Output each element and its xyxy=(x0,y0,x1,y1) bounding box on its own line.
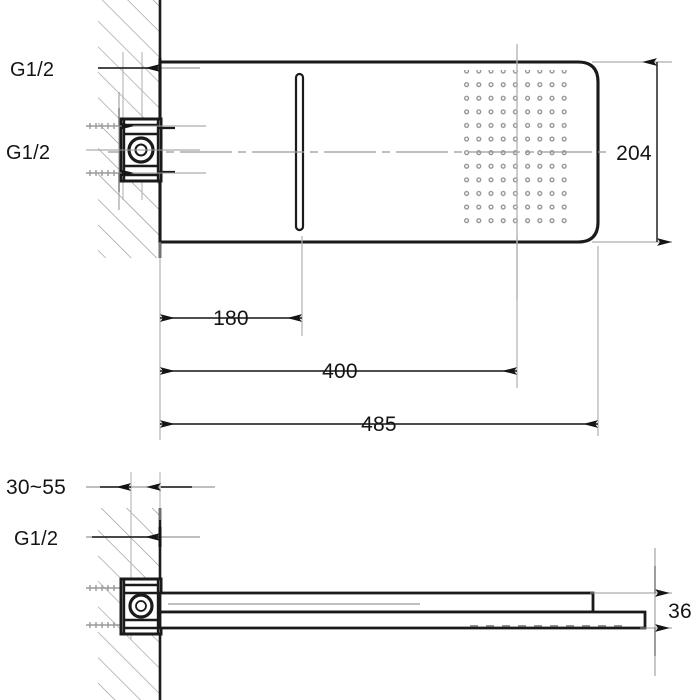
dimension-width-204: 204 xyxy=(592,58,672,246)
wall-anchor-screws-bottom xyxy=(86,585,122,628)
dimension-len-485: 485 xyxy=(160,413,598,436)
dimension-g12-bottom: G1/2 xyxy=(14,527,200,550)
dimension-label-g12-top: G1/2 xyxy=(10,59,54,81)
plan-view: G1/2 G1/2 204 xyxy=(6,0,672,440)
dimension-height-36: 36 xyxy=(590,548,692,676)
side-section-view: 30~55 G1/2 xyxy=(6,472,692,700)
dimension-label-180: 180 xyxy=(213,307,249,330)
dimension-label-485: 485 xyxy=(361,413,397,436)
dimension-label-g12-bottom: G1/2 xyxy=(14,528,58,550)
extension-lines-top xyxy=(159,236,599,440)
shower-arm-profile xyxy=(158,591,647,630)
dimension-g12-center: G1/2 xyxy=(6,92,206,210)
dimension-len-400: 400 xyxy=(160,360,517,383)
dimension-g12-top: G1/2 xyxy=(10,58,200,81)
dimension-label-30-55: 30~55 xyxy=(6,476,66,499)
dimension-label-g12-center: G1/2 xyxy=(6,142,50,164)
dimension-len-180: 180 xyxy=(160,307,302,330)
dimension-label-36: 36 xyxy=(668,600,692,623)
dimension-label-204: 204 xyxy=(616,142,652,165)
dimension-label-400: 400 xyxy=(322,360,358,383)
dimension-wall-30-55: 30~55 xyxy=(6,476,215,499)
